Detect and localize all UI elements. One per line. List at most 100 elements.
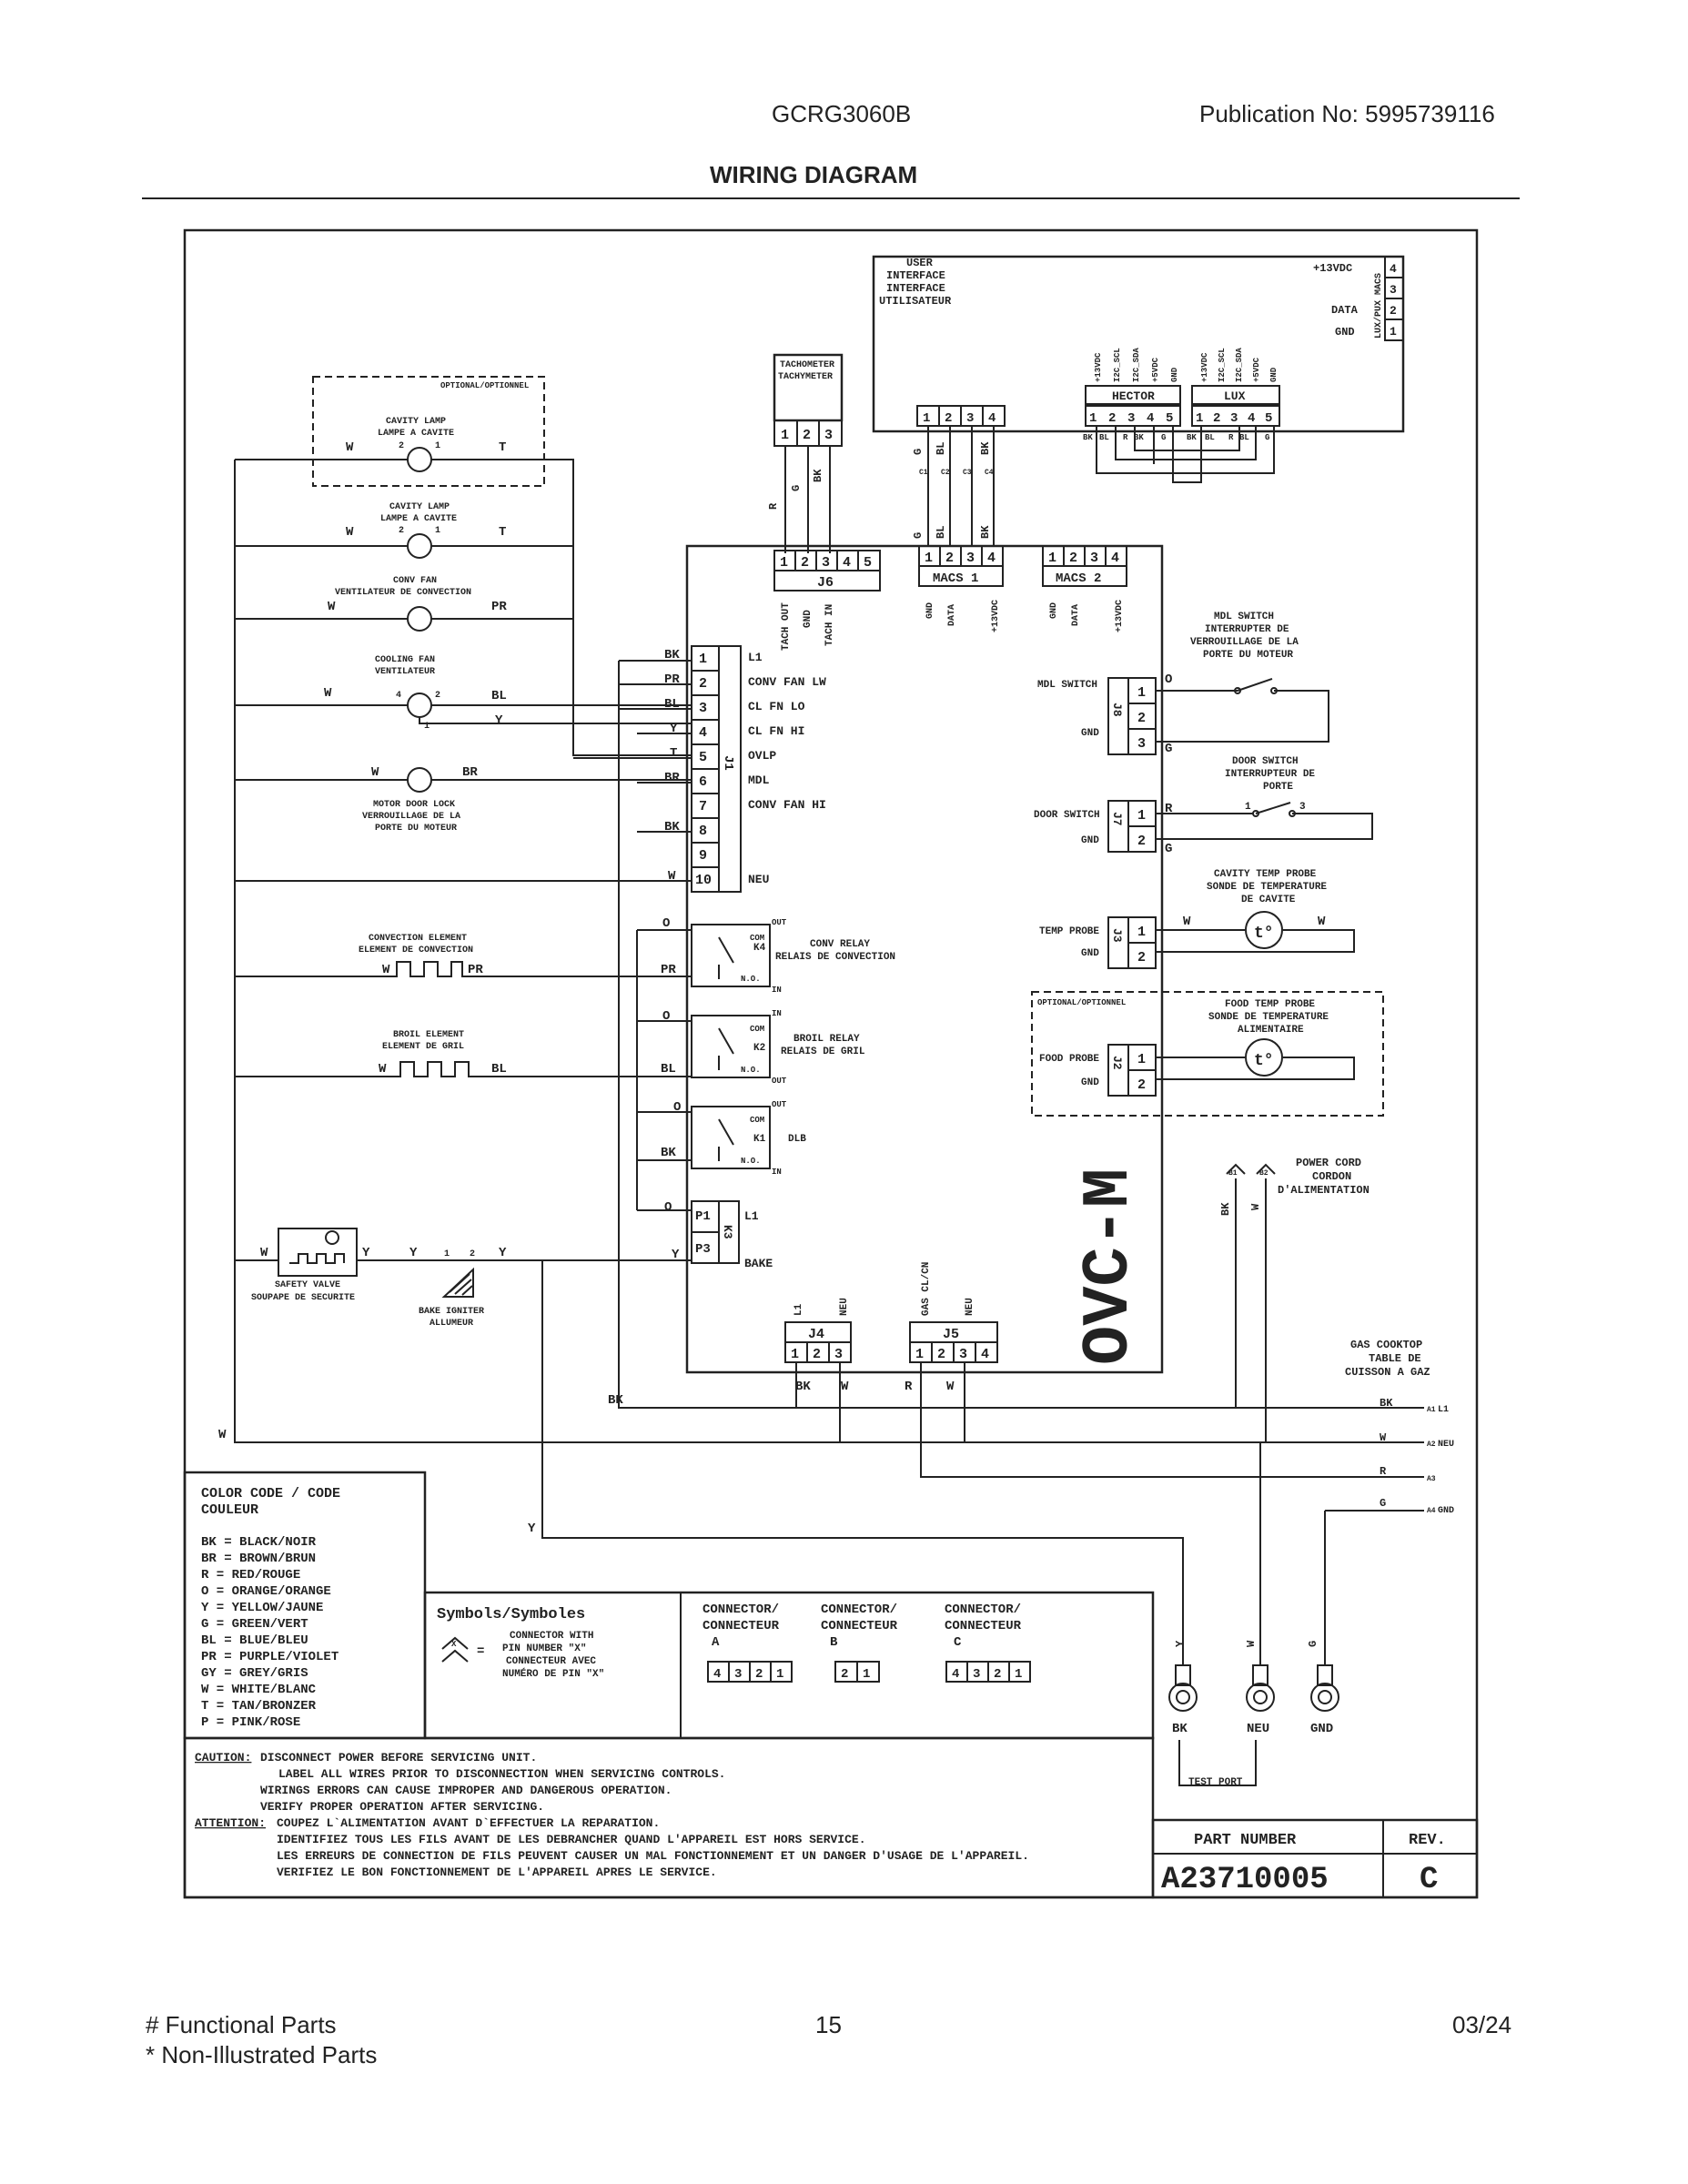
svg-text:4: 4 [987,551,996,566]
svg-text:N.O.: N.O. [741,1157,761,1166]
j1-pins: 1 2 3 4 5 6 7 8 9 10 [695,652,712,888]
svg-text:3: 3 [1299,802,1306,813]
svg-text:T = TAN/BRONZER: T = TAN/BRONZER [201,1699,317,1714]
svg-text:DATA: DATA [1331,304,1359,317]
functional-parts-note: # Functional Parts [146,2011,337,2038]
svg-text:INTERFACE: INTERFACE [886,269,945,282]
svg-text:BL: BL [935,526,947,539]
svg-text:3: 3 [966,551,975,566]
svg-text:GAS CL/CN: GAS CL/CN [921,1262,932,1316]
svg-text:+13VDC: +13VDC [1200,352,1209,382]
svg-text:G: G [790,485,803,491]
svg-text:GND: GND [1438,1506,1454,1516]
svg-text:2: 2 [994,1667,1001,1682]
svg-text:2: 2 [1213,411,1220,426]
svg-text:1: 1 [1245,802,1251,813]
svg-text:I2C_SDA: I2C_SDA [1235,348,1244,382]
svg-text:1: 1 [791,1347,799,1362]
svg-text:1: 1 [1137,1052,1146,1067]
svg-text:N.O.: N.O. [741,975,761,984]
svg-text:P3: P3 [695,1242,711,1257]
svg-text:G: G [1165,842,1172,856]
svg-text:RELAIS DE GRIL: RELAIS DE GRIL [781,1046,865,1057]
svg-text:ATTENTION:: ATTENTION: [195,1816,266,1830]
svg-text:GND: GND [1081,1077,1099,1088]
tachometer: TACHOMETER TACHYMETER 1 2 3 R G BK [767,353,844,553]
svg-text:3: 3 [959,1347,967,1362]
svg-text:6: 6 [699,774,707,790]
svg-text:=: = [477,1644,484,1659]
svg-text:GND: GND [1335,326,1355,339]
mdl-switch-label: MDL SWITCH INTERRUPTER DE VERROUILLAGE D… [1190,612,1299,661]
svg-text:Y: Y [409,1246,418,1260]
svg-text:DOOR SWITCH: DOOR SWITCH [1232,756,1299,767]
svg-text:K4: K4 [753,943,766,954]
svg-text:W: W [328,600,336,614]
svg-text:IN: IN [772,986,782,995]
svg-text:Y = YELLOW/JAUNE: Y = YELLOW/JAUNE [201,1601,323,1615]
svg-text:BK: BK [979,441,992,455]
svg-text:1: 1 [435,441,440,451]
svg-text:BK: BK [664,648,680,662]
svg-text:W: W [1380,1431,1387,1444]
svg-text:DE CAVITE: DE CAVITE [1241,895,1296,905]
svg-text:G: G [1307,1641,1319,1647]
svg-text:OUT: OUT [772,1077,787,1086]
svg-text:GND: GND [1081,728,1099,739]
svg-text:B2: B2 [1259,1169,1269,1178]
svg-text:t°: t° [1254,925,1274,943]
svg-text:BROIL ELEMENT: BROIL ELEMENT [393,1030,464,1040]
svg-text:K1: K1 [753,1134,766,1145]
svg-text:REV.: REV. [1409,1832,1446,1849]
cooling-fan: COOLING FAN VENTILATEUR W BL Y 4 2 1 [235,655,692,732]
svg-text:PR: PR [661,963,676,977]
svg-text:3: 3 [1230,411,1238,426]
svg-text:R: R [905,1380,913,1394]
svg-text:L1: L1 [1438,1405,1449,1415]
svg-text:CONNECTEUR: CONNECTEUR [702,1619,780,1633]
svg-text:C3: C3 [963,469,972,477]
svg-text:4: 4 [988,411,996,426]
svg-text:CAVITY LAMP: CAVITY LAMP [386,417,446,427]
color-code-legend: COLOR CODE / CODE COULEUR BK = BLACK/NOI… [183,1471,427,1740]
svg-text:BK: BK [812,469,824,482]
svg-text:1: 1 [776,1667,783,1682]
model-number: GCRG3060B [772,100,912,127]
bake-igniter: Y Y 1 2 BAKE IGNITER ALLUMEUR [409,1246,507,1329]
svg-text:BL: BL [1205,433,1215,442]
svg-text:PR: PR [491,600,507,614]
svg-text:CONNECTEUR: CONNECTEUR [821,1619,898,1633]
j2-connector: OPTIONAL/OPTIONNEL 1 2 J2 FOOD PROBE GND… [1031,991,1384,1117]
svg-text:BK: BK [1083,433,1093,442]
svg-text:W: W [1183,915,1191,929]
svg-text:3: 3 [1127,411,1135,426]
svg-text:R: R [1123,433,1128,442]
svg-text:BR: BR [462,765,478,780]
svg-text:W: W [260,1246,268,1260]
svg-text:3: 3 [699,701,707,716]
cavity-lamp: CAVITY LAMP LAMPE A CAVITE W T 2 1 [235,502,573,559]
svg-text:G: G [1265,433,1269,442]
svg-text:CAVITY TEMP PROBE: CAVITY TEMP PROBE [1214,869,1317,880]
svg-text:IDENTIFIEZ TOUS LES FILS AVANT: IDENTIFIEZ TOUS LES FILS AVANT DE LES DE… [277,1833,866,1846]
svg-text:K3: K3 [721,1225,734,1239]
svg-text:O: O [673,1100,681,1115]
svg-text:FOOD TEMP PROBE: FOOD TEMP PROBE [1225,999,1315,1010]
svg-text:BK: BK [795,1380,811,1394]
svg-text:W: W [218,1428,227,1442]
svg-text:BL: BL [491,1062,507,1077]
svg-text:A4: A4 [1427,1507,1436,1515]
svg-text:J7: J7 [1110,812,1124,826]
svg-text:1: 1 [1015,1667,1022,1682]
svg-text:SONDE DE TEMPERATURE: SONDE DE TEMPERATURE [1207,882,1327,893]
svg-text:GND: GND [1049,602,1059,619]
svg-text:VERIFIEZ LE BON FONCTIONNEMENT: VERIFIEZ LE BON FONCTIONNEMENT DE L'APPA… [277,1866,717,1879]
svg-text:BROIL RELAY: BROIL RELAY [793,1034,860,1045]
svg-text:2: 2 [1108,411,1116,426]
svg-text:MOTOR DOOR LOCK: MOTOR DOOR LOCK [373,800,455,810]
header-rule [142,197,1520,199]
svg-text:t°: t° [1254,1052,1274,1070]
svg-text:TACH OUT: TACH OUT [781,602,792,651]
svg-text:BK: BK [1380,1397,1393,1410]
svg-text:MACS 1: MACS 1 [933,571,978,586]
